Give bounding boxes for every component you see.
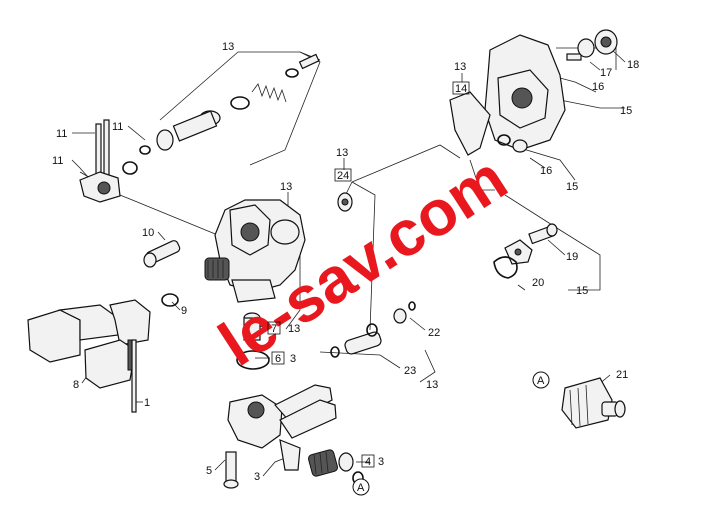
o-ring-9: [161, 293, 179, 307]
callout-6: 6: [275, 353, 281, 365]
callout-21: 21: [616, 369, 628, 381]
callout-13: 13: [222, 41, 234, 53]
callout-9: 9: [181, 305, 187, 317]
callout-15: 15: [576, 285, 588, 297]
cover-parts-8: [27, 299, 151, 413]
callout-1: 1: [144, 397, 150, 409]
adapter-21: [561, 377, 626, 429]
callout-13: 13: [454, 61, 466, 73]
pump-head-right: [449, 29, 618, 156]
callout-3: 3: [290, 353, 296, 365]
callout-13: 13: [336, 147, 348, 159]
callout-labels: 13 11 11 11 13 24 13 10 9 7 13 6 3 8 1 5…: [52, 41, 639, 496]
valve-block-left: [79, 119, 121, 203]
callout-10: 10: [142, 227, 154, 239]
callout-8: 8: [73, 379, 79, 391]
valve-parts-23-22: [330, 301, 416, 358]
callout-17: 17: [600, 67, 612, 79]
callout-13: 13: [426, 379, 438, 391]
callout-22: 22: [428, 327, 440, 339]
callout-4: 4: [365, 456, 371, 468]
callout-11: 11: [56, 128, 67, 140]
callout-3: 3: [378, 456, 384, 468]
callout-box: [267, 321, 281, 335]
reference-A: A: [537, 375, 545, 387]
reference-circle: [532, 371, 550, 389]
piston-7-ring-6: [236, 312, 270, 370]
reference-A: A: [357, 482, 365, 494]
screw-10: [143, 240, 181, 268]
spring: [251, 83, 287, 103]
reference-circle: [352, 478, 370, 496]
callout-24: 24: [337, 170, 349, 182]
callout-14: 14: [455, 83, 467, 95]
callout-13: 13: [280, 181, 292, 193]
callout-7: 7: [271, 323, 277, 335]
callout-11: 11: [52, 155, 63, 167]
callout-16: 16: [540, 165, 552, 177]
callout-18: 18: [627, 59, 639, 71]
callout-box: [334, 168, 352, 182]
callout-5: 5: [206, 465, 212, 477]
callout-11: 11: [112, 121, 123, 133]
valve-parts-19-20: [493, 223, 558, 279]
main-pump-housing: [204, 199, 306, 303]
callout-19: 19: [566, 251, 578, 263]
outlet-assembly: [223, 384, 364, 489]
callout-23: 23: [404, 365, 416, 377]
callout-15: 15: [566, 181, 578, 193]
callout-16: 16: [592, 81, 604, 93]
callout-13: 13: [288, 323, 300, 335]
callout-box: [361, 454, 375, 468]
callout-15: 15: [620, 105, 632, 117]
callout-20: 20: [532, 277, 544, 289]
valve-24: [337, 192, 353, 212]
callout-box: [452, 81, 470, 95]
callout-box: [271, 351, 285, 365]
callout-3: 3: [254, 471, 260, 483]
valve-kit-top: [122, 53, 320, 175]
